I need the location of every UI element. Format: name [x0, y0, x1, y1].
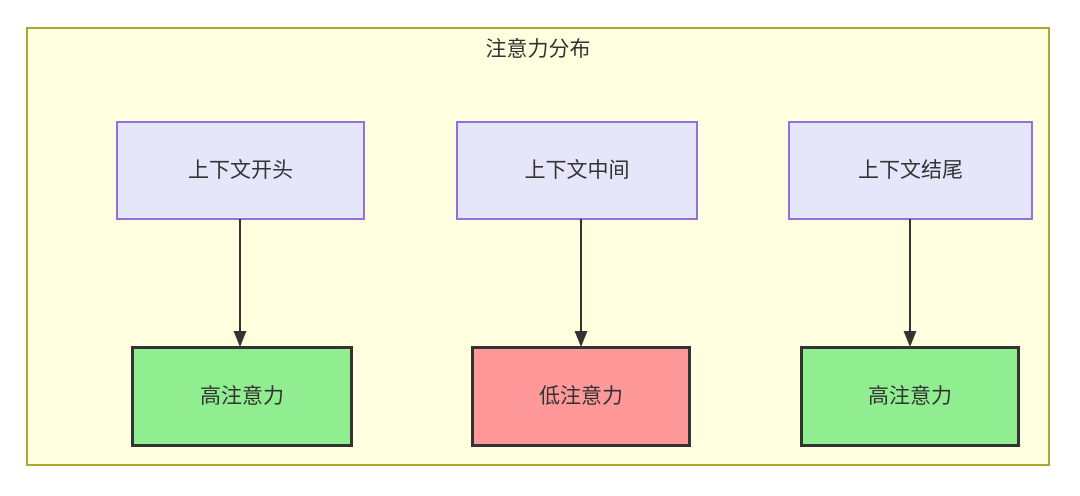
node-context-middle[interactable]: 上下文中间: [456, 121, 698, 220]
edge-context-start-to-high-attention: [232, 219, 248, 348]
subgraph-title: 注意力分布: [485, 38, 591, 61]
node-high-attention-start[interactable]: 高注意力: [131, 346, 353, 447]
node-high-attention-end[interactable]: 高注意力: [800, 346, 1020, 447]
edge-context-end-to-high-attention: [902, 219, 918, 348]
arrow-down-icon: [574, 219, 588, 347]
node-context-end[interactable]: 上下文结尾: [788, 121, 1033, 220]
arrow-down-icon: [903, 219, 917, 347]
node-low-attention-middle[interactable]: 低注意力: [471, 346, 691, 447]
edge-context-middle-to-low-attention: [573, 219, 589, 348]
node-context-start[interactable]: 上下文开头: [116, 121, 365, 220]
arrow-down-icon: [233, 219, 247, 347]
attention-distribution-subgraph: 注意力分布 上下文开头 上下文中间 上下文结尾 高注意力 低注: [26, 27, 1050, 466]
